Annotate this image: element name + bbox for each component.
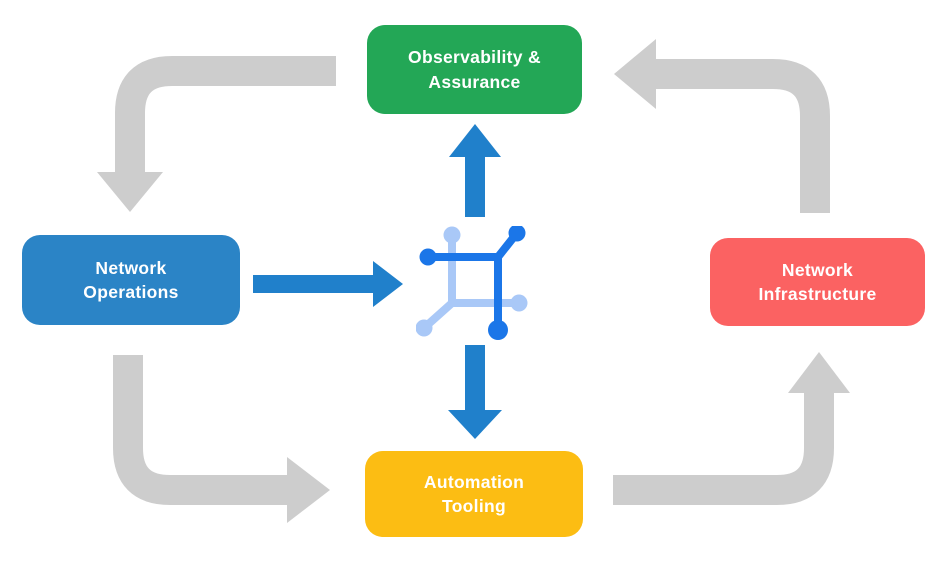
node-automation-tooling: Automation Tooling [365, 451, 583, 537]
node-label-line: Automation [423, 471, 525, 492]
icon-node-dot [510, 294, 528, 312]
arrow-observability-to-operations [97, 56, 336, 212]
icon-node-dot [416, 319, 433, 337]
icon-node-dot [508, 226, 526, 242]
arrow-infrastructure-to-observability [614, 39, 830, 213]
arrow-center-to-automation [448, 345, 502, 439]
node-network-operations: Network Operations [22, 235, 240, 325]
node-label-line: Operations [83, 282, 179, 302]
node-label-line: Assurance [428, 71, 521, 92]
icon-node-dot [419, 248, 437, 266]
arrow-head-right-icon [373, 261, 403, 307]
arrow-shaft [654, 59, 830, 213]
node-label-line: Infrastructure [758, 284, 877, 304]
arrow-head-down-icon [97, 172, 163, 212]
arrow-operations-to-automation [113, 355, 330, 523]
icon-secondary-branches [416, 226, 528, 337]
arrow-head-left-icon [614, 39, 656, 109]
network-automation-icon [416, 226, 528, 340]
arrow-operations-to-center [253, 261, 403, 307]
arrow-head-up-icon [788, 352, 850, 393]
arrow-shaft [113, 355, 289, 505]
arrow-automation-to-infrastructure [613, 352, 850, 505]
icon-node-dot [488, 320, 508, 340]
node-label-line: Tooling [442, 496, 506, 516]
node-label-line: Network [95, 257, 167, 278]
arrow-shaft [115, 56, 336, 174]
node-label-line: Network [781, 259, 854, 280]
arrow-shaft [613, 391, 834, 505]
icon-primary-branches [419, 226, 526, 340]
node-network-infrastructure: Network Infrastructure [710, 238, 925, 326]
arrow-head-down-icon [448, 410, 502, 439]
icon-node-dot [443, 226, 461, 244]
node-label-line: Observability & [408, 47, 541, 68]
node-observability-assurance: Observability & Assurance [367, 25, 582, 114]
arrow-center-to-observability [449, 124, 501, 217]
arrow-head-right-icon [287, 457, 330, 523]
arrow-head-up-icon [449, 124, 501, 157]
